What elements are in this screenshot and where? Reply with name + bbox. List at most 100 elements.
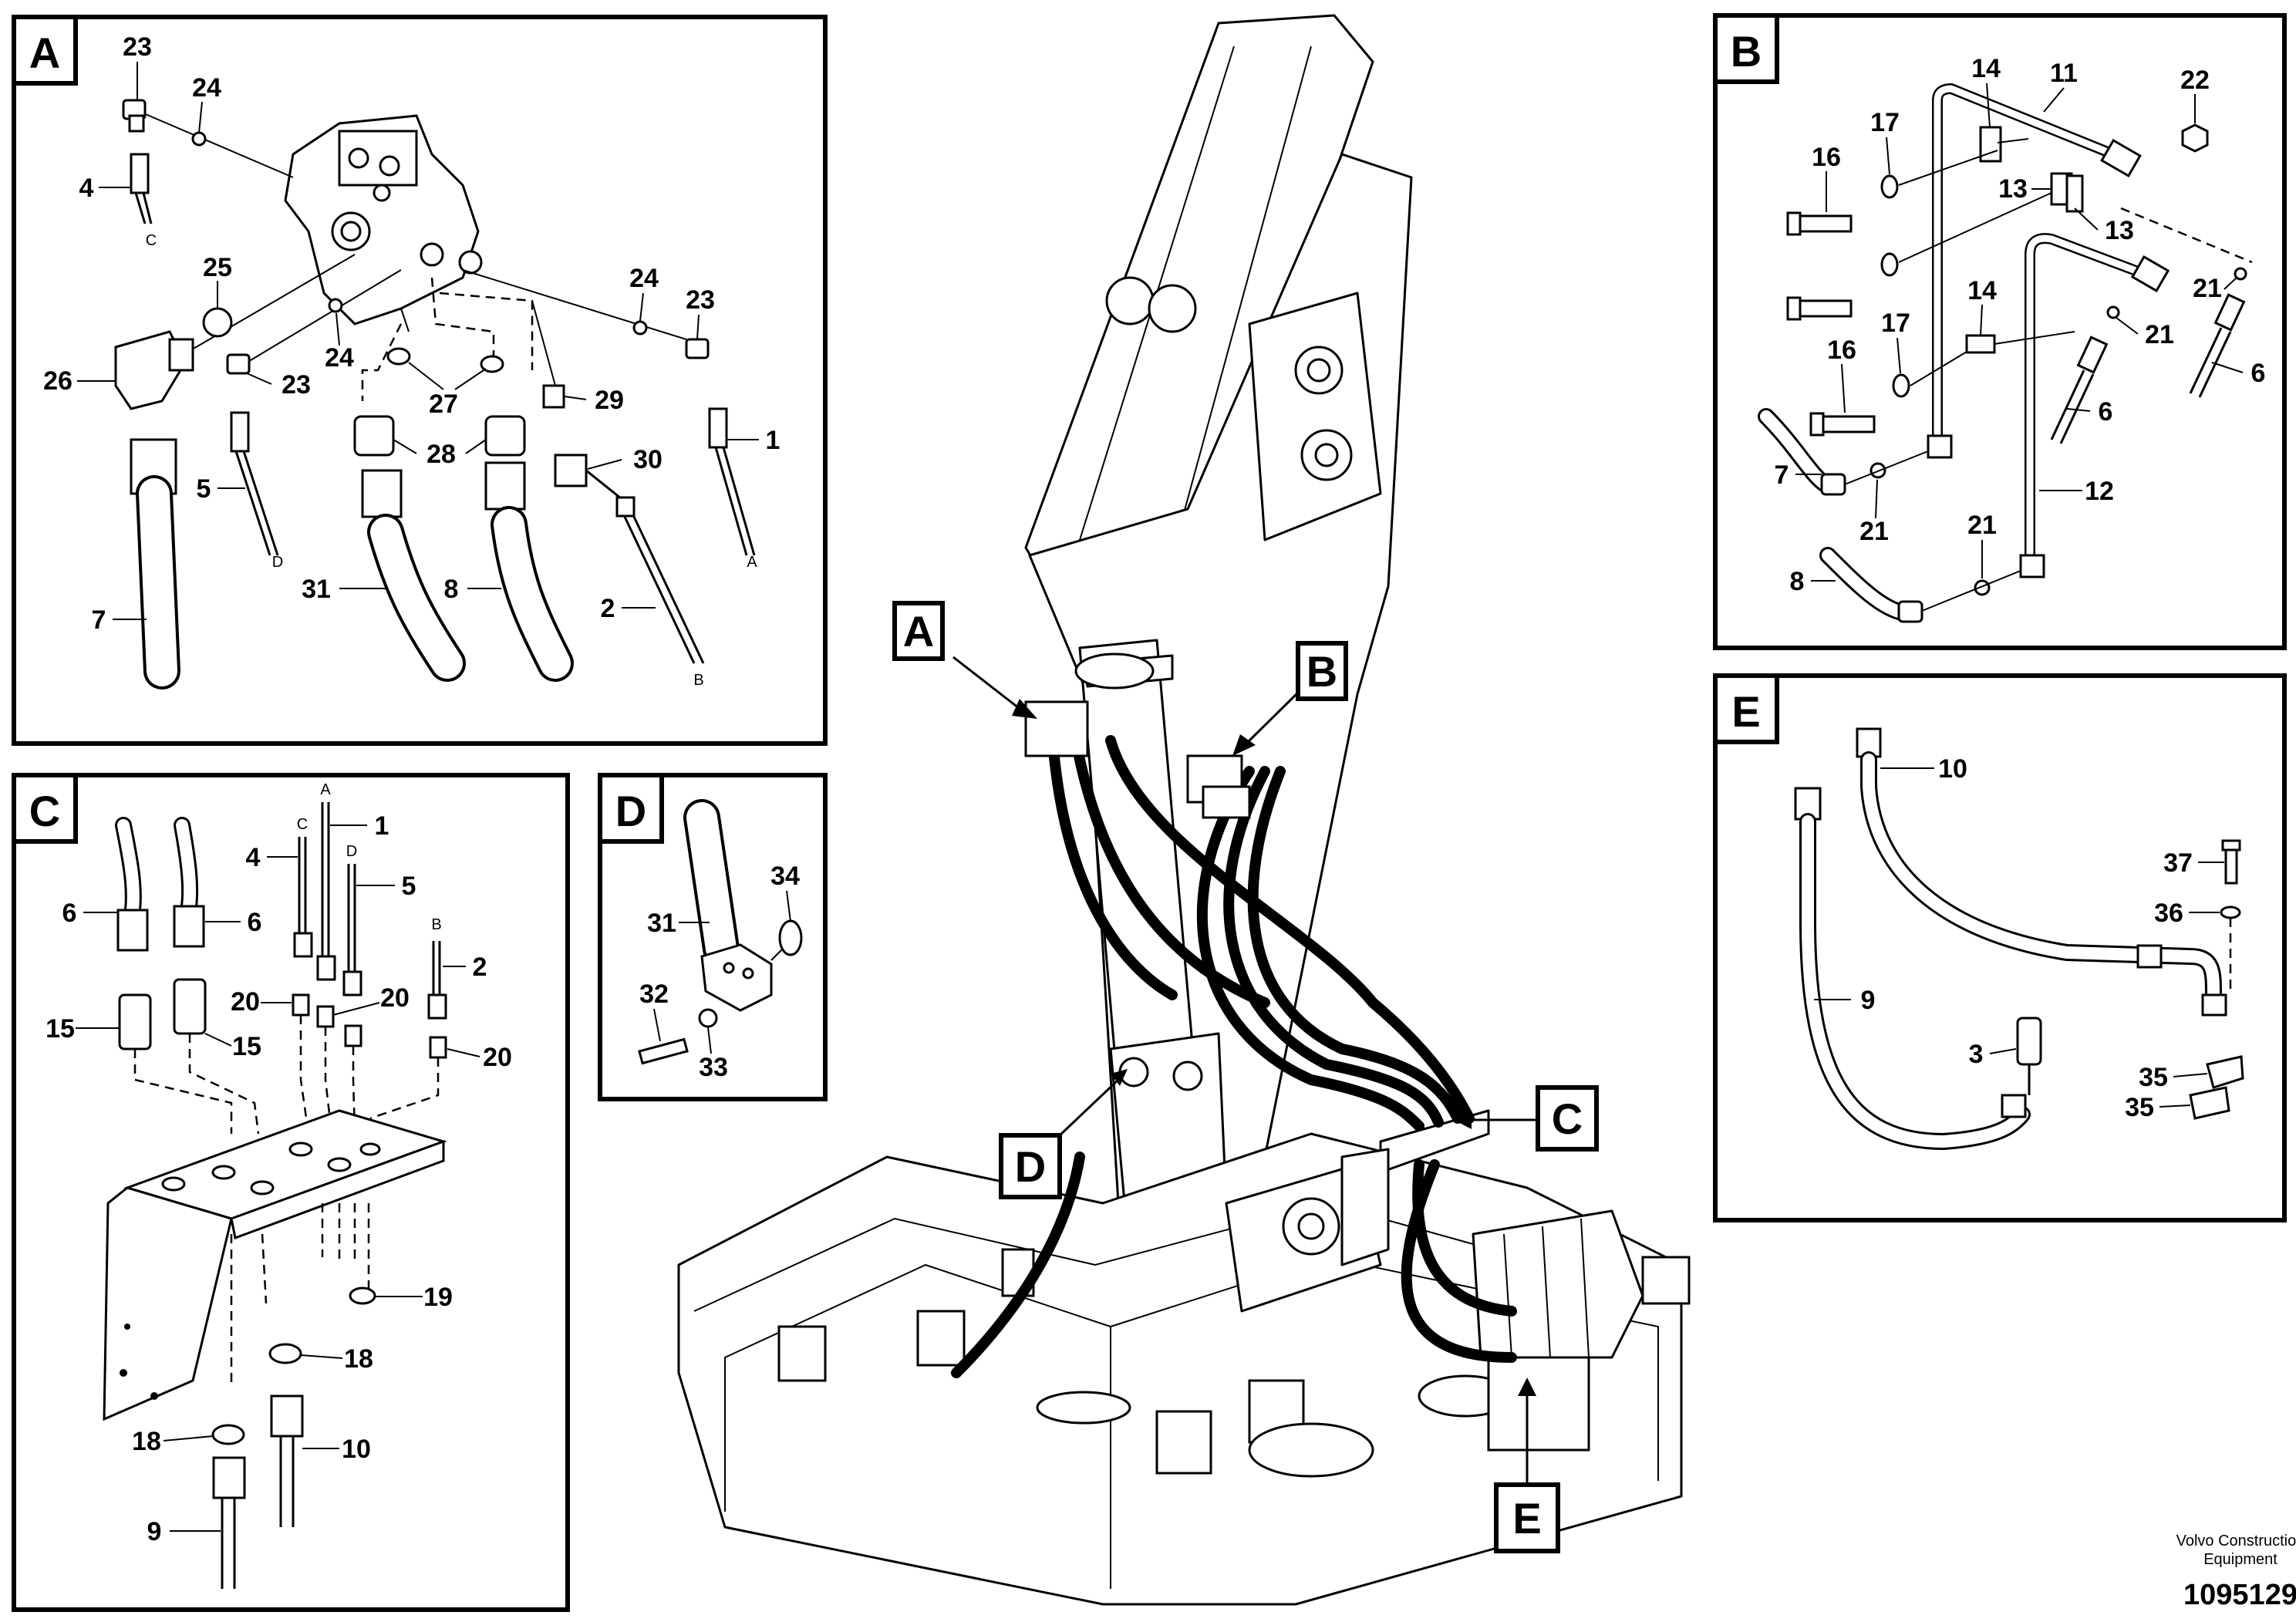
pointer-b: B	[1232, 641, 1348, 756]
callout-b-11: 11	[2050, 59, 2078, 88]
callout-d-34: 34	[770, 862, 800, 891]
callout-a-4: 4	[79, 174, 94, 203]
panel-d-callouts: 34 31 32 33	[639, 862, 800, 1082]
callout-d-32: 32	[639, 980, 669, 1009]
callout-a-27: 27	[429, 389, 458, 419]
panel-a-letter: A	[29, 29, 60, 77]
pointer-e-label: E	[1512, 1494, 1541, 1543]
callout-c-15-left: 15	[46, 1014, 75, 1044]
callout-b-13-a: 13	[1998, 174, 2028, 204]
callout-a-2: 2	[601, 594, 615, 623]
excavator-boom-and-frame-illustration	[677, 14, 1691, 1606]
callout-e-35-lower: 35	[2125, 1093, 2154, 1122]
company-name-line2: Equipment	[2203, 1551, 2277, 1568]
callout-c-20-left: 20	[231, 987, 260, 1017]
callout-c-15-right: 15	[232, 1032, 261, 1061]
callout-e-10: 10	[1938, 754, 1967, 784]
callout-a-28: 28	[426, 440, 456, 469]
callout-b-14-mid: 14	[1967, 276, 1997, 305]
callout-e-9: 9	[1861, 986, 1876, 1015]
callout-a-26: 26	[43, 366, 72, 396]
callout-b-12: 12	[2085, 477, 2114, 506]
callout-c-18-left: 18	[132, 1427, 161, 1456]
pointer-b-label: B	[1306, 647, 1337, 696]
pointer-d: D	[999, 1069, 1128, 1199]
callout-a-7: 7	[92, 605, 106, 635]
callout-a-24-top: 24	[192, 73, 221, 103]
panel-c-letter: C	[29, 787, 60, 835]
callout-c-6-left: 6	[62, 899, 77, 928]
callout-c-4: 4	[246, 843, 261, 872]
callout-b-8: 8	[1790, 567, 1805, 596]
detail-panel-a: A C	[12, 15, 828, 746]
callout-b-16-mid: 16	[1827, 336, 1856, 365]
callout-e-3: 3	[1969, 1040, 1984, 1069]
callout-b-6-mid: 6	[2099, 397, 2113, 427]
pointer-c: C	[1454, 1085, 1599, 1152]
pointer-c-label: C	[1552, 1094, 1583, 1143]
callout-b-13-b: 13	[2105, 216, 2134, 245]
callout-d-33: 33	[699, 1053, 728, 1082]
callout-a-8: 8	[444, 575, 459, 604]
pointer-d-label: D	[1015, 1142, 1046, 1191]
panel-a-hose-end-c: C	[146, 232, 157, 249]
detail-panel-e: E 10 37 36 9 3	[1713, 673, 2287, 1222]
callout-c-1: 1	[375, 811, 389, 841]
callout-e-35-upper: 35	[2139, 1063, 2168, 1092]
callout-b-21-bottom: 21	[1967, 511, 1997, 540]
callout-b-21-mid: 21	[2145, 320, 2174, 349]
detail-panel-c: C C A D B	[12, 773, 570, 1612]
panel-b-callouts: 14 11 22 16 17 13 13 16 17 14 21 21 6	[1775, 54, 2266, 596]
panel-e-callouts: 10 37 36 9 3 35 35	[1814, 754, 2224, 1122]
callout-c-6-right: 6	[248, 908, 262, 937]
footer-block: Volvo Construction Equipment 1095129	[2176, 1533, 2296, 1611]
callout-b-17-mid: 17	[1881, 309, 1910, 338]
callout-b-22: 22	[2180, 66, 2210, 95]
document-number: 1095129	[2183, 1579, 2296, 1611]
callout-c-20-mid: 20	[380, 983, 410, 1013]
callout-c-20-right: 20	[483, 1043, 512, 1072]
callout-b-14-top: 14	[1971, 54, 2001, 83]
panel-e-letter: E	[1731, 687, 1760, 736]
callout-d-31: 31	[647, 909, 676, 938]
callout-a-30: 30	[633, 445, 663, 474]
callout-b-17-top: 17	[1870, 108, 1900, 137]
callout-e-37: 37	[2163, 848, 2193, 878]
pointer-a: A	[892, 601, 1037, 719]
callout-a-24-right: 24	[629, 264, 659, 293]
callout-c-10: 10	[342, 1435, 371, 1464]
detail-panel-b: B	[1713, 13, 2287, 650]
callout-a-24-mid: 24	[325, 343, 354, 373]
callout-a-23-top: 23	[123, 32, 152, 62]
company-name-line1: Volvo Construction	[2176, 1533, 2296, 1549]
panel-d-letter: D	[615, 787, 646, 835]
callout-c-5: 5	[402, 872, 416, 901]
panel-c-hose-end-d: D	[346, 843, 357, 860]
callout-e-36: 36	[2154, 899, 2183, 928]
flange-block	[700, 943, 773, 1012]
detail-panel-d: D 34 31 32 33	[598, 773, 828, 1101]
callout-a-25: 25	[203, 253, 232, 282]
panel-a-hose-end-d: D	[272, 554, 283, 571]
callout-a-1: 1	[766, 426, 781, 455]
callout-c-9: 9	[147, 1517, 162, 1546]
callout-a-23-mid: 23	[282, 370, 311, 400]
callout-b-21-right: 21	[2193, 274, 2222, 303]
callout-c-2: 2	[473, 953, 487, 982]
callout-a-29: 29	[595, 386, 624, 415]
pointer-e: E	[1494, 1378, 1560, 1553]
callout-b-6-right: 6	[2251, 359, 2266, 388]
panel-a-callouts: 23 24 4 25 26 24 23 27 28 29 30 24	[43, 32, 780, 635]
callout-b-21-lower: 21	[1859, 517, 1889, 546]
callout-b-16-top: 16	[1812, 143, 1841, 172]
panel-c-callouts: 6 6 4 1 5 2 20 20 20 15 15 19 18	[46, 811, 512, 1546]
panel-c-hose-end-a: A	[320, 781, 331, 798]
pointer-a-label: A	[903, 607, 934, 656]
panel-a-hose-end-a: A	[747, 554, 757, 571]
panel-c-hose-end-b: B	[431, 916, 441, 933]
callout-c-18-right: 18	[344, 1344, 373, 1374]
callout-a-5: 5	[197, 474, 211, 504]
callout-b-7: 7	[1775, 460, 1789, 490]
callout-c-19: 19	[423, 1283, 453, 1312]
